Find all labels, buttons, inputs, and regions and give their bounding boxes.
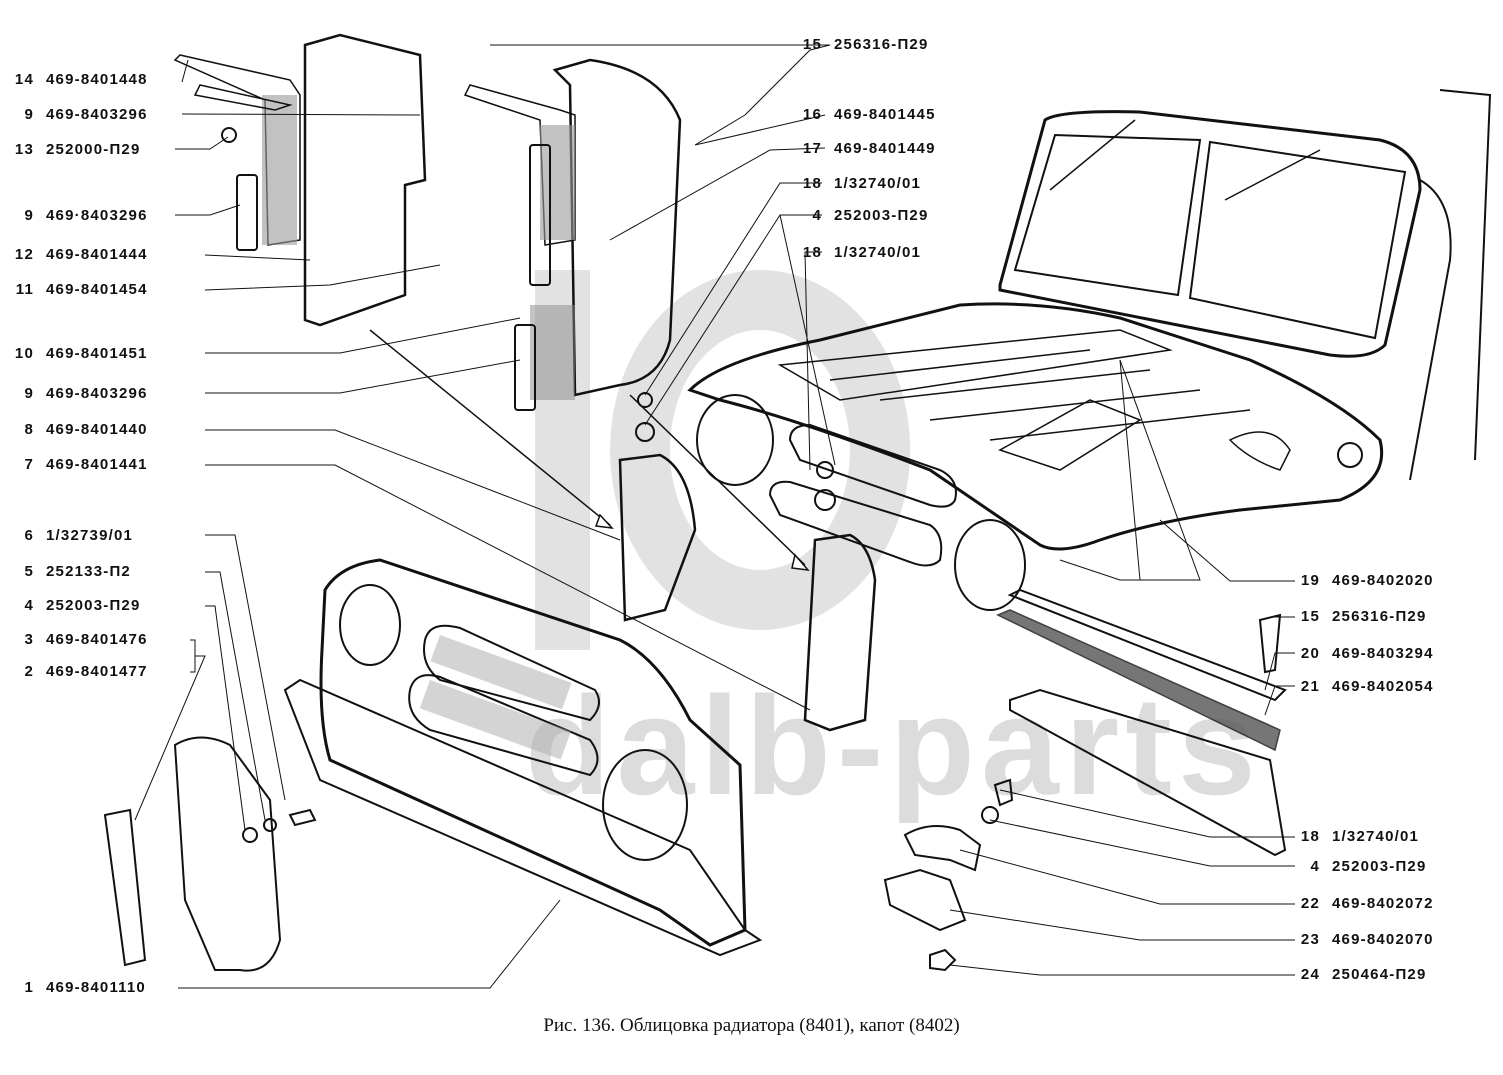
watermark-text: dalb-parts xyxy=(525,667,1262,824)
leader-lines xyxy=(134,44,1295,989)
hood-hinge-parts xyxy=(883,588,1287,972)
radiator-grille xyxy=(283,558,763,957)
grille-side-pieces xyxy=(103,736,317,972)
assembly-arrows xyxy=(369,329,810,571)
side-panel-left-upper xyxy=(173,33,427,327)
figure-caption: Рис. 136. Облицовка радиатора (8401), ка… xyxy=(543,1015,960,1036)
front-panel-upper xyxy=(696,394,1026,611)
grille-brackets xyxy=(618,392,877,732)
side-panel-right-upper xyxy=(463,58,682,411)
hood xyxy=(687,302,1384,551)
windshield-frame xyxy=(998,89,1492,481)
